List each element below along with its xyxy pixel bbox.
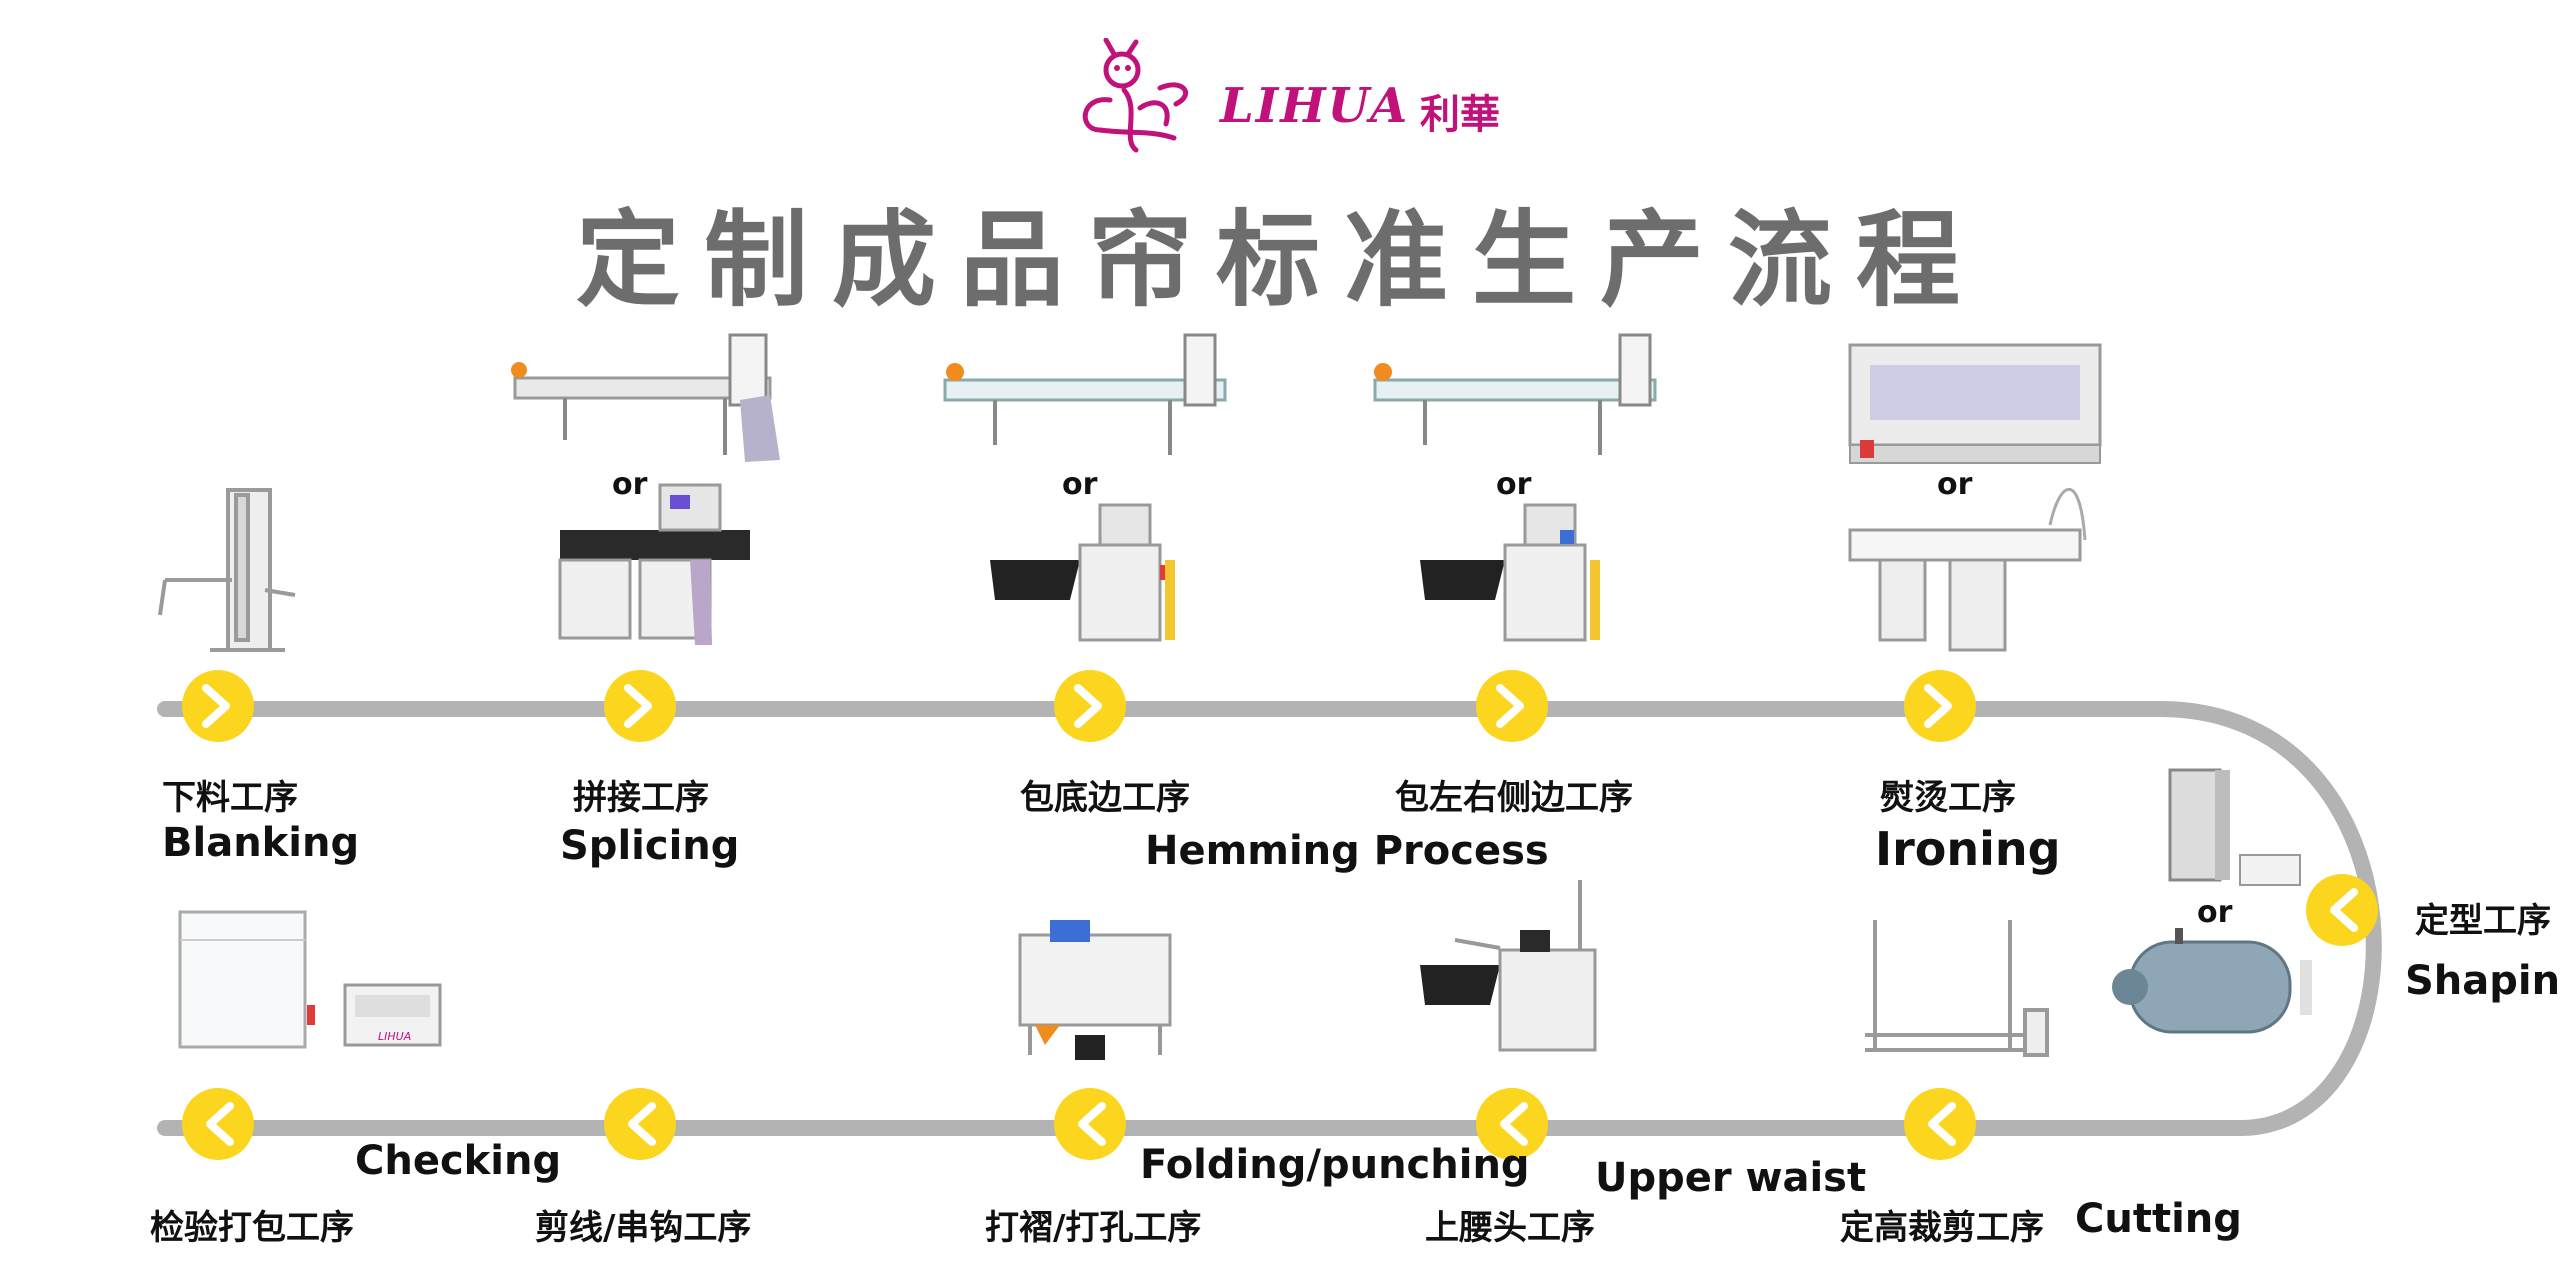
step-marker-bottom-hem [1054,670,1126,742]
packing-machine-image: LIHUA [343,983,442,1047]
shaping-cabinet-image [2168,768,2301,886]
shaping-steam-tank-image [2112,928,2312,1034]
step-marker-folding-punching [1054,1088,1126,1160]
cutting-rack-image [1865,920,2049,1057]
step-label-cn: 包左右侧边工序 [1395,778,1633,818]
splicing-table-machine-image [511,333,780,462]
step-marker-upper-waist [1476,1088,1548,1160]
step-label-cn: 熨烫工序 [1880,778,2016,818]
step-marker-splicing [604,670,676,742]
step-label-en: Checking [355,1138,562,1184]
or-label: or [1496,467,1532,502]
side-hem-table-image [1373,333,1657,455]
or-label: or [2197,895,2233,930]
blanking-machine-image [158,488,296,652]
bottom-hem-table-image [943,333,1227,455]
or-label: or [612,467,648,502]
ironing-roller-machine-image [1848,343,2102,464]
step-label-cn: 拼接工序 [573,778,709,818]
step-label-en: Folding/punching [1140,1142,1530,1188]
step-marker-cutting [1904,1088,1976,1160]
brand-name-cn: 利華 [1420,92,1500,138]
step-marker-checking [182,1088,254,1160]
step-label-en: Ironing [1875,822,2061,876]
step-label-cn: 检验打包工序 [150,1208,354,1248]
side-hem-sewing-station-image [1420,503,1600,642]
step-marker-ironing [1904,670,1976,742]
upper-waist-machine-image [1420,880,1597,1052]
step-label-en: Shaping [2405,958,2560,1004]
step-label-cn: 剪线/串钩工序 [535,1208,752,1248]
or-label: or [1937,467,1973,502]
ironing-table-image [1848,487,2087,652]
step-marker-side-hem [1476,670,1548,742]
step-label-en: Cutting [2075,1196,2242,1242]
svg-text:LIHUA: LIHUA [378,1030,411,1043]
step-label-cn: 上腰头工序 [1425,1208,1595,1248]
brand-name: LIHUA [1220,78,1410,134]
inspection-board-image [178,910,315,1049]
bottom-hem-sewing-station-image [990,503,1175,642]
step-label-cn: 打褶/打孔工序 [985,1208,1202,1248]
brand-logo: LIHUA 利華 [1070,38,1530,163]
flow-line-top [157,701,2382,1136]
step-marker-shaping [2306,874,2378,946]
page-title: 定制成品帘标准生产流程 [575,199,1984,321]
folding-punching-machine-image [1018,920,1172,1060]
step-label-en: Splicing [560,823,740,869]
bee-mascot-icon [1082,38,1189,153]
step-label-cn: 定高裁剪工序 [1840,1208,2044,1248]
hemming-process-label: Hemming Process [1145,828,1549,874]
step-label-cn: 定型工序 [2415,901,2551,941]
step-label-en: Upper waist [1595,1155,1867,1201]
or-label: or [1062,467,1098,502]
step-marker-blanking [182,670,254,742]
step-label-cn: 包底边工序 [1020,778,1190,818]
step-marker-thread-trim [604,1088,676,1160]
step-label-cn: 下料工序 [162,778,298,818]
splicing-sewing-station-image [558,483,750,645]
step-label-en: Blanking [162,820,360,866]
